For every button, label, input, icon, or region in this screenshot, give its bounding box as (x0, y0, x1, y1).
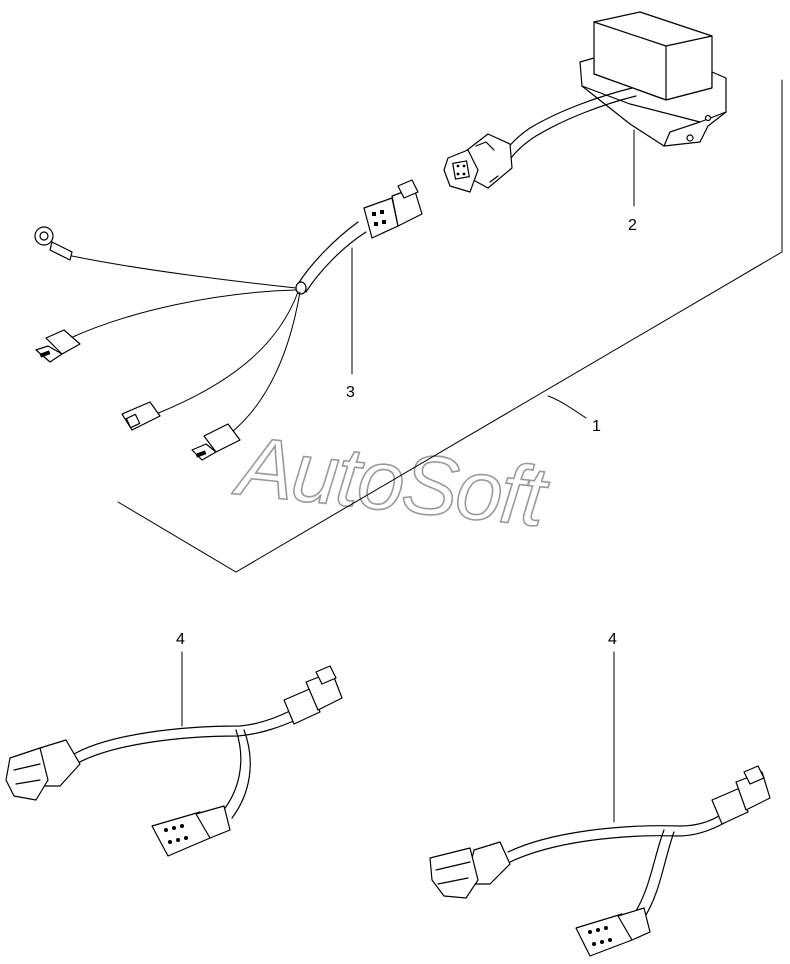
callout-4-left[interactable]: 4 (176, 631, 185, 648)
ring-terminal-icon (34, 226, 73, 261)
spade-terminal-icon (35, 329, 81, 363)
callout-2[interactable]: 2 (628, 217, 637, 234)
kit-bracket (117, 79, 783, 573)
connector-plug-icon (429, 841, 511, 899)
callout-4-right[interactable]: 4 (608, 631, 617, 648)
control-module[interactable] (443, 11, 727, 207)
y-adapter-harness-right[interactable] (429, 651, 771, 957)
callout-3[interactable]: 3 (346, 384, 355, 401)
connector-plug-icon (443, 133, 513, 193)
callout-1[interactable]: 1 (592, 418, 601, 435)
module-box-icon (579, 11, 727, 147)
connector-plug-icon (151, 805, 231, 857)
connector-plug-icon (5, 739, 81, 801)
y-adapter-harness-left[interactable] (5, 651, 343, 857)
connector-plug-icon (363, 179, 423, 239)
spade-terminal-icon (121, 401, 161, 431)
terminal-harness[interactable] (34, 179, 423, 461)
connector-plug-icon (283, 665, 343, 725)
spade-terminal-icon (191, 423, 241, 461)
connector-plug-icon (711, 765, 771, 825)
connector-plug-icon (575, 907, 651, 957)
